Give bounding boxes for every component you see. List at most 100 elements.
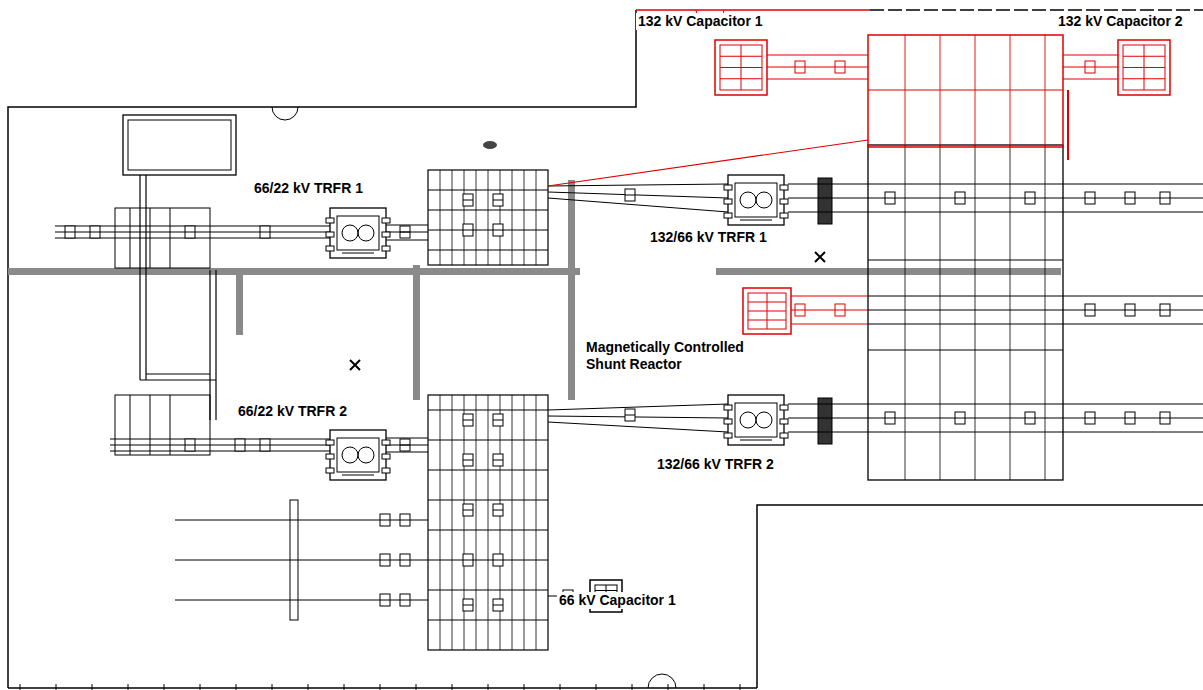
breaker-symbol	[463, 599, 473, 611]
breaker-line	[493, 200, 503, 201]
conductor	[110, 445, 330, 446]
transformer-tank	[735, 183, 777, 217]
conductor	[440, 170, 441, 265]
breaker-symbol	[1160, 304, 1170, 316]
breaker-line	[795, 67, 805, 68]
breaker-body	[795, 304, 805, 316]
conductor	[512, 395, 513, 650]
breaker-symbol	[955, 412, 965, 424]
gate	[272, 107, 298, 120]
fence-post	[632, 684, 633, 690]
breaker-symbol	[625, 409, 635, 421]
breaker-symbol	[625, 189, 635, 201]
part-label: 66/22 kV TRFR 2	[236, 403, 349, 420]
fence-post	[20, 684, 21, 690]
breaker-symbol	[185, 226, 195, 238]
cable-trench	[140, 379, 216, 380]
conductor	[428, 530, 548, 531]
new-conductor	[1063, 79, 1118, 80]
conductor	[428, 410, 548, 411]
light-mast	[350, 360, 360, 370]
breaker-line	[1125, 198, 1135, 199]
breaker-symbol	[1125, 192, 1135, 204]
new-conductor	[868, 90, 1063, 91]
transformer-bushing	[780, 199, 788, 204]
conductor	[386, 452, 428, 453]
conductor	[150, 395, 151, 455]
transformer-winding	[358, 225, 374, 241]
breaker-body	[1125, 192, 1135, 204]
transformer-bushing	[780, 419, 788, 424]
conductor	[788, 418, 1203, 419]
capacitor-divider	[767, 293, 768, 329]
breaker-line	[1160, 310, 1170, 311]
conductor	[464, 170, 465, 265]
breaker-symbol	[463, 554, 473, 566]
breaker-line	[1085, 310, 1095, 311]
breaker-body	[625, 409, 635, 421]
transformer-symbol	[326, 208, 390, 258]
light-mast	[815, 252, 825, 262]
breaker-body	[463, 504, 473, 516]
new-conductor	[791, 310, 868, 311]
breaker-line	[835, 310, 845, 311]
breaker-body	[380, 514, 390, 526]
breaker-body	[493, 554, 503, 566]
conductor	[464, 395, 465, 650]
breaker-line	[463, 230, 473, 231]
fence-post	[56, 684, 57, 690]
transformer-tank	[735, 403, 777, 437]
breaker-symbol	[835, 304, 845, 316]
breaker-line	[625, 195, 635, 196]
conductor	[788, 212, 1203, 213]
breaker-body	[493, 504, 503, 516]
capacitor-divider	[741, 45, 742, 90]
breaker-line	[463, 420, 473, 421]
cable-trench	[146, 373, 210, 374]
breaker-line	[1025, 198, 1035, 199]
new-conductor	[791, 324, 868, 325]
breaker-symbol	[1160, 412, 1170, 424]
capacitor-bank-symbol	[743, 288, 791, 334]
conductor	[500, 170, 501, 265]
breaker-line	[493, 460, 503, 461]
breaker-symbol	[400, 514, 410, 526]
breaker-line	[260, 445, 270, 446]
breaker-symbol	[1085, 192, 1095, 204]
transformer-tank	[337, 216, 379, 250]
breaker-line	[400, 600, 410, 601]
breaker-symbol	[795, 304, 805, 316]
transformer-outline	[728, 175, 784, 225]
conductor	[548, 198, 728, 212]
breaker-symbol	[463, 224, 473, 236]
conductor	[170, 208, 171, 268]
capacitor-bank-symbol	[715, 40, 767, 95]
conductor	[110, 451, 330, 452]
capacitor-divider	[1144, 45, 1145, 90]
part-label: 132/66 kV TRFR 2	[655, 456, 776, 473]
new-conductor	[1063, 55, 1118, 56]
conductor	[868, 324, 1203, 325]
breaker-body	[380, 554, 390, 566]
new-conductor	[1063, 67, 1118, 68]
breaker-symbol	[1160, 192, 1170, 204]
conductor	[868, 350, 1063, 351]
new-switchyard	[868, 35, 1063, 147]
breaker-body	[463, 554, 473, 566]
breaker-body	[835, 304, 845, 316]
conductor	[788, 404, 1203, 405]
breaker-body	[235, 439, 245, 451]
conductor	[788, 198, 1203, 199]
light-mast	[483, 141, 497, 149]
breaker-body	[885, 192, 895, 204]
transformer-bushing	[326, 468, 334, 473]
conductor	[55, 232, 330, 233]
new-conductor	[1067, 90, 1069, 160]
breaker-symbol	[1125, 412, 1135, 424]
breaker-symbol	[400, 594, 410, 606]
breaker-symbol	[1085, 412, 1095, 424]
new-conductor	[767, 67, 868, 68]
transformer-base	[740, 440, 772, 441]
road	[8, 268, 580, 275]
line-reactor	[818, 178, 832, 224]
